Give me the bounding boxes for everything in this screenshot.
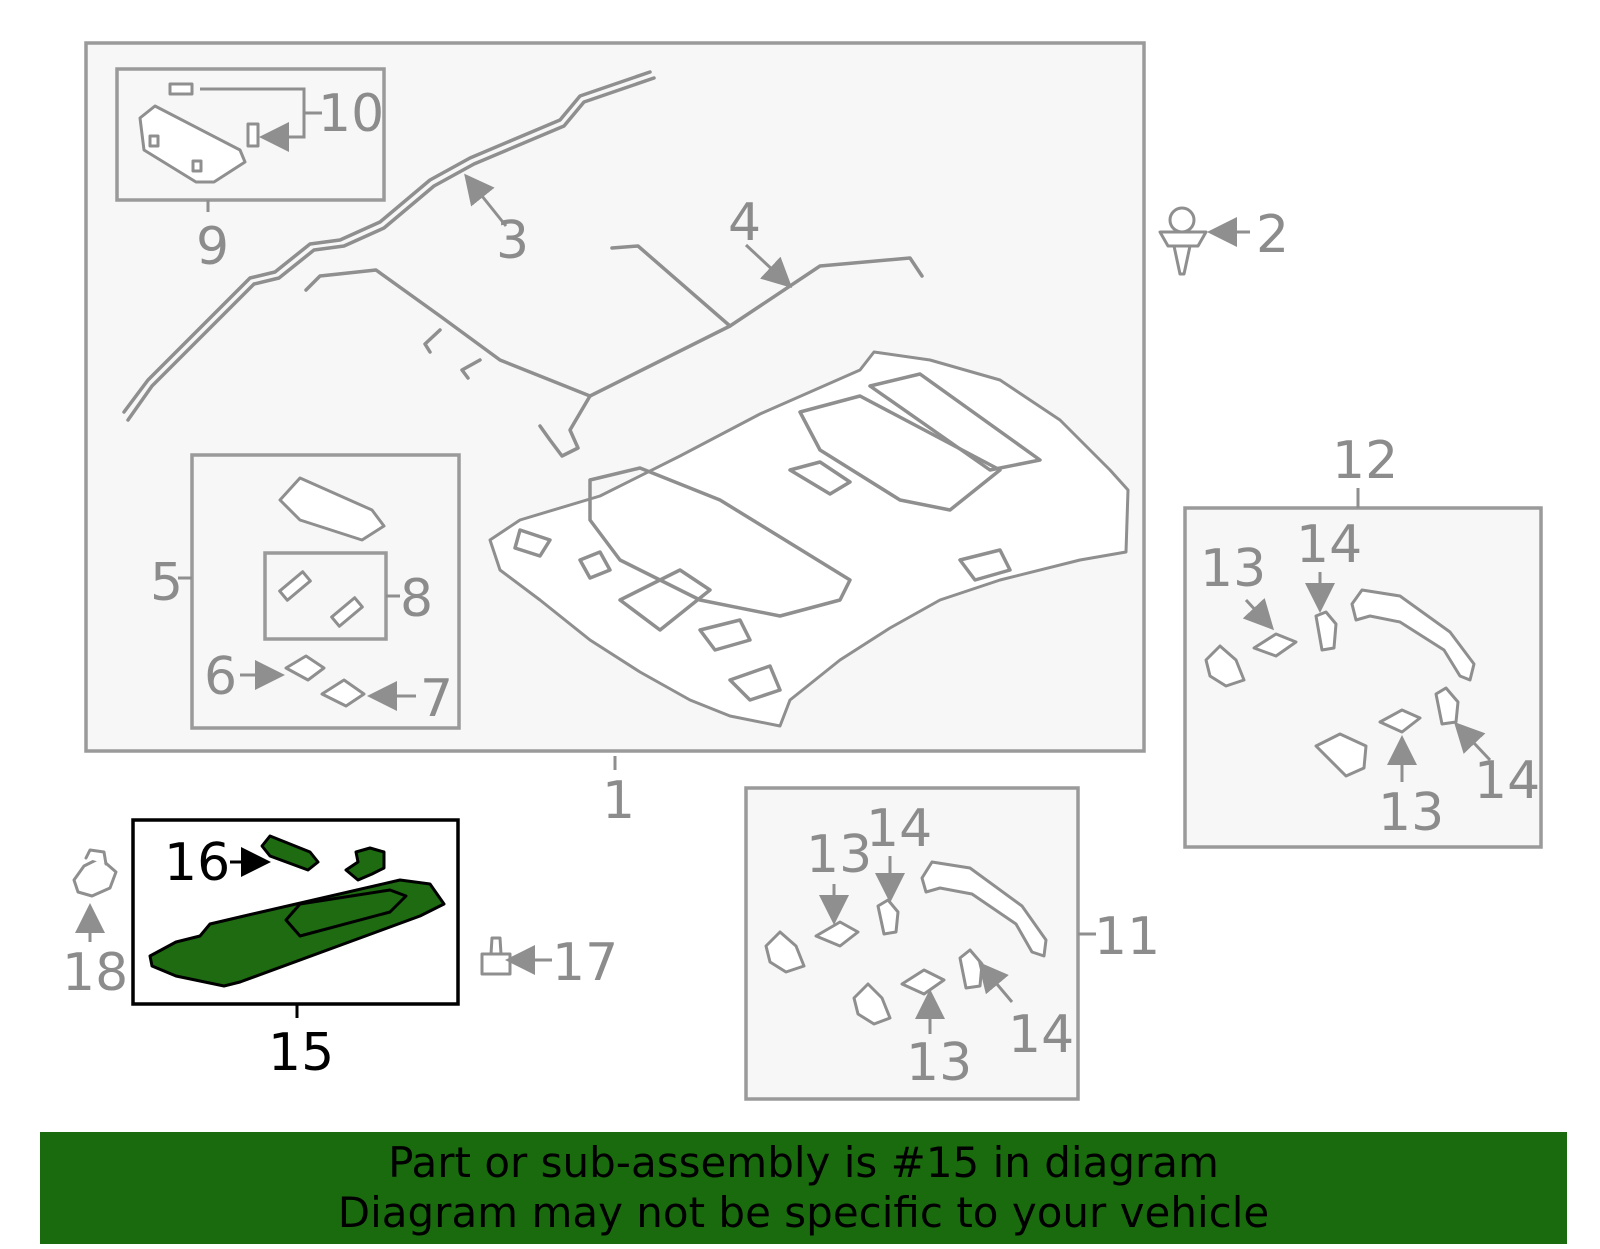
callout-17: 17 — [552, 933, 618, 993]
bulb-a — [278, 570, 312, 602]
callout-5: 5 — [150, 553, 183, 613]
clip-part-2 — [1158, 206, 1208, 276]
callout-8: 8 — [400, 569, 433, 629]
callout-13-c: 13 — [806, 825, 872, 885]
callout-6: 6 — [204, 647, 237, 707]
wire-harness-4 — [304, 256, 924, 398]
banner-line-2: Diagram may not be specific to your vehi… — [337, 1188, 1270, 1237]
callout-14-b: 14 — [1474, 751, 1540, 811]
callout-11: 11 — [1094, 907, 1160, 967]
map-lamp-lens — [278, 476, 386, 542]
sun-visor-part-15[interactable] — [148, 846, 446, 988]
callout-14-c: 14 — [866, 799, 932, 859]
callout-7: 7 — [420, 669, 453, 729]
grab-handle-box-11 — [744, 786, 1080, 1101]
callout-2: 2 — [1256, 205, 1289, 265]
bulb-b — [330, 596, 364, 628]
callout-14-d: 14 — [1008, 1005, 1074, 1065]
callout-16: 16 — [164, 833, 230, 893]
info-banner: Part or sub-assembly is #15 in diagram D… — [40, 1132, 1567, 1244]
callout-9: 9 — [196, 217, 229, 277]
callout-3: 3 — [496, 211, 529, 271]
clip-part-18 — [72, 848, 118, 898]
socket-6 — [284, 654, 326, 682]
callout-13-d: 13 — [906, 1033, 972, 1093]
callout-12: 12 — [1332, 431, 1398, 491]
wire-harness-3 — [122, 70, 652, 414]
grab-handle-12 — [1204, 588, 1476, 778]
socket-7 — [320, 678, 366, 708]
callout-13-a: 13 — [1200, 539, 1266, 599]
banner-line-1: Part or sub-assembly is #15 in diagram — [388, 1138, 1219, 1187]
callout-13-b: 13 — [1378, 783, 1444, 843]
callout-15: 15 — [268, 1023, 334, 1083]
bolt-part-17 — [480, 936, 512, 976]
callout-1: 1 — [602, 771, 635, 831]
callout-10: 10 — [318, 84, 384, 144]
dome-lamp-part — [138, 82, 260, 184]
callout-14-a: 14 — [1296, 515, 1362, 575]
callout-18: 18 — [62, 943, 128, 1003]
callout-4: 4 — [728, 193, 761, 253]
headliner-panel — [488, 350, 1130, 728]
